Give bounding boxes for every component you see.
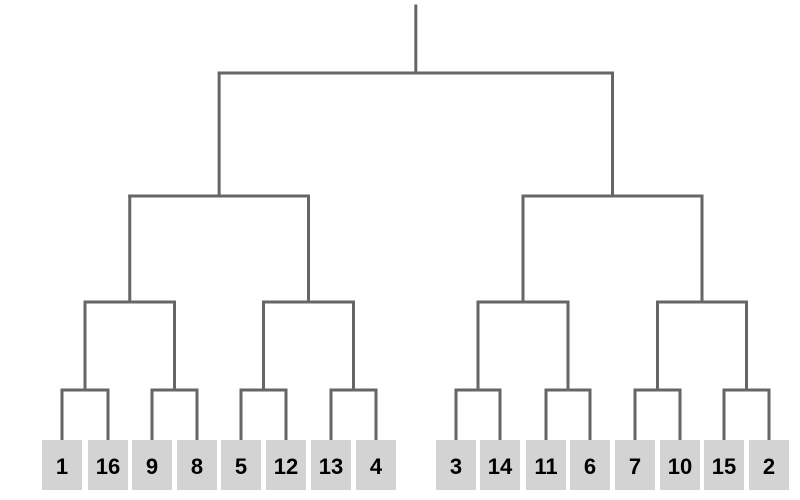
seed-label: 14 [488, 454, 513, 479]
seed-slot: 5 [221, 440, 261, 490]
seed-box [356, 440, 396, 490]
seed-box [570, 440, 610, 490]
seed-label: 12 [274, 454, 298, 479]
seed-box [221, 440, 261, 490]
seed-label: 2 [763, 454, 775, 479]
seed-label: 16 [96, 454, 120, 479]
seed-box [88, 440, 128, 490]
seed-box [311, 440, 351, 490]
seed-box [177, 440, 217, 490]
seed-label: 1 [56, 454, 68, 479]
seed-box [704, 440, 744, 490]
seed-slot: 6 [570, 440, 610, 490]
seed-box [266, 440, 306, 490]
seed-slot: 4 [356, 440, 396, 490]
seed-slot: 16 [88, 440, 128, 490]
seed-label: 11 [534, 454, 557, 479]
seed-label: 7 [629, 454, 641, 479]
seed-label: 3 [450, 454, 462, 479]
seed-box [749, 440, 789, 490]
seed-label: 13 [319, 454, 343, 479]
seed-label: 8 [191, 454, 203, 479]
seed-label: 9 [146, 454, 158, 479]
seed-slot: 10 [660, 440, 700, 490]
seed-box [42, 440, 82, 490]
seed-slot: 13 [311, 440, 351, 490]
seed-box [660, 440, 700, 490]
seed-slot: 8 [177, 440, 217, 490]
seed-slot: 1 [42, 440, 82, 490]
seed-box [480, 440, 520, 490]
seed-slot: 7 [615, 440, 655, 490]
seed-label: 4 [370, 454, 383, 479]
seed-slot: 12 [266, 440, 306, 490]
seed-label: 6 [584, 454, 596, 479]
seed-box [615, 440, 655, 490]
seed-slot: 11 [526, 440, 566, 490]
seed-label: 10 [668, 454, 692, 479]
seed-box [436, 440, 476, 490]
seed-slot: 2 [749, 440, 789, 490]
seed-slot: 9 [132, 440, 172, 490]
seed-label: 5 [235, 454, 247, 479]
seed-box [132, 440, 172, 490]
bracket-connectors [60, 4, 771, 442]
seed-slot: 14 [480, 440, 520, 490]
seed-slot: 15 [704, 440, 744, 490]
seed-box [526, 440, 566, 490]
seed-slot: 3 [436, 440, 476, 490]
seed-label: 15 [712, 454, 736, 479]
